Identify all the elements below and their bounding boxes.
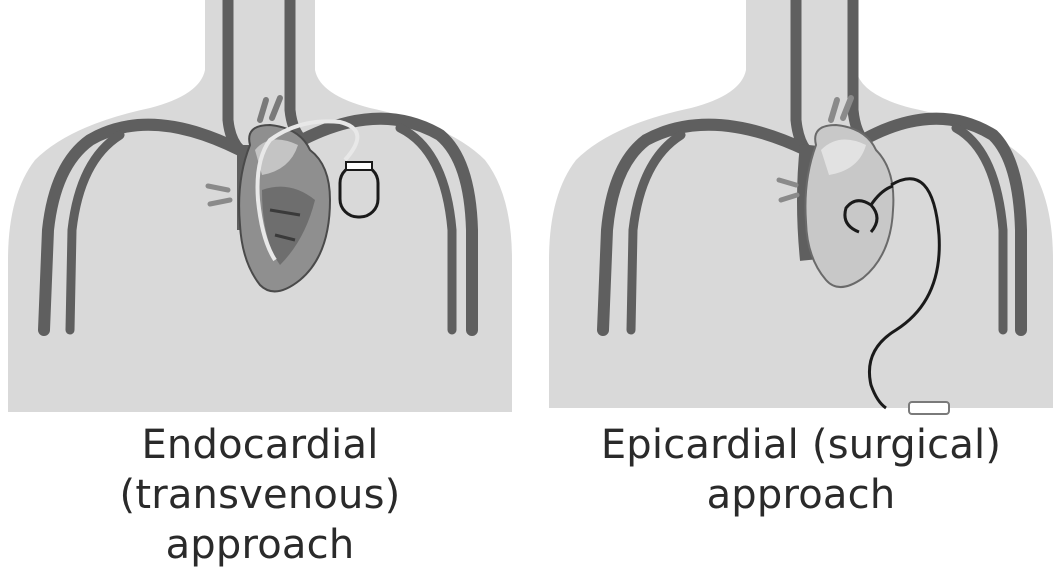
caption-line-2: approach bbox=[541, 470, 1061, 520]
endocardial-figure: Endocardial (transvenous) approach bbox=[0, 0, 520, 530]
pacemaker-generator bbox=[909, 402, 949, 414]
caption-line-2: approach bbox=[0, 520, 520, 570]
endocardial-caption: Endocardial (transvenous) approach bbox=[0, 420, 520, 570]
endocardial-illustration bbox=[0, 0, 520, 420]
epicardial-caption: Epicardial (surgical) approach bbox=[541, 420, 1061, 520]
epicardial-illustration bbox=[541, 0, 1061, 420]
pacemaker-header bbox=[346, 162, 372, 170]
caption-line-1: Endocardial (transvenous) bbox=[0, 420, 520, 520]
epicardial-figure: Epicardial (surgical) approach bbox=[541, 0, 1061, 530]
caption-line-1: Epicardial (surgical) bbox=[541, 420, 1061, 470]
